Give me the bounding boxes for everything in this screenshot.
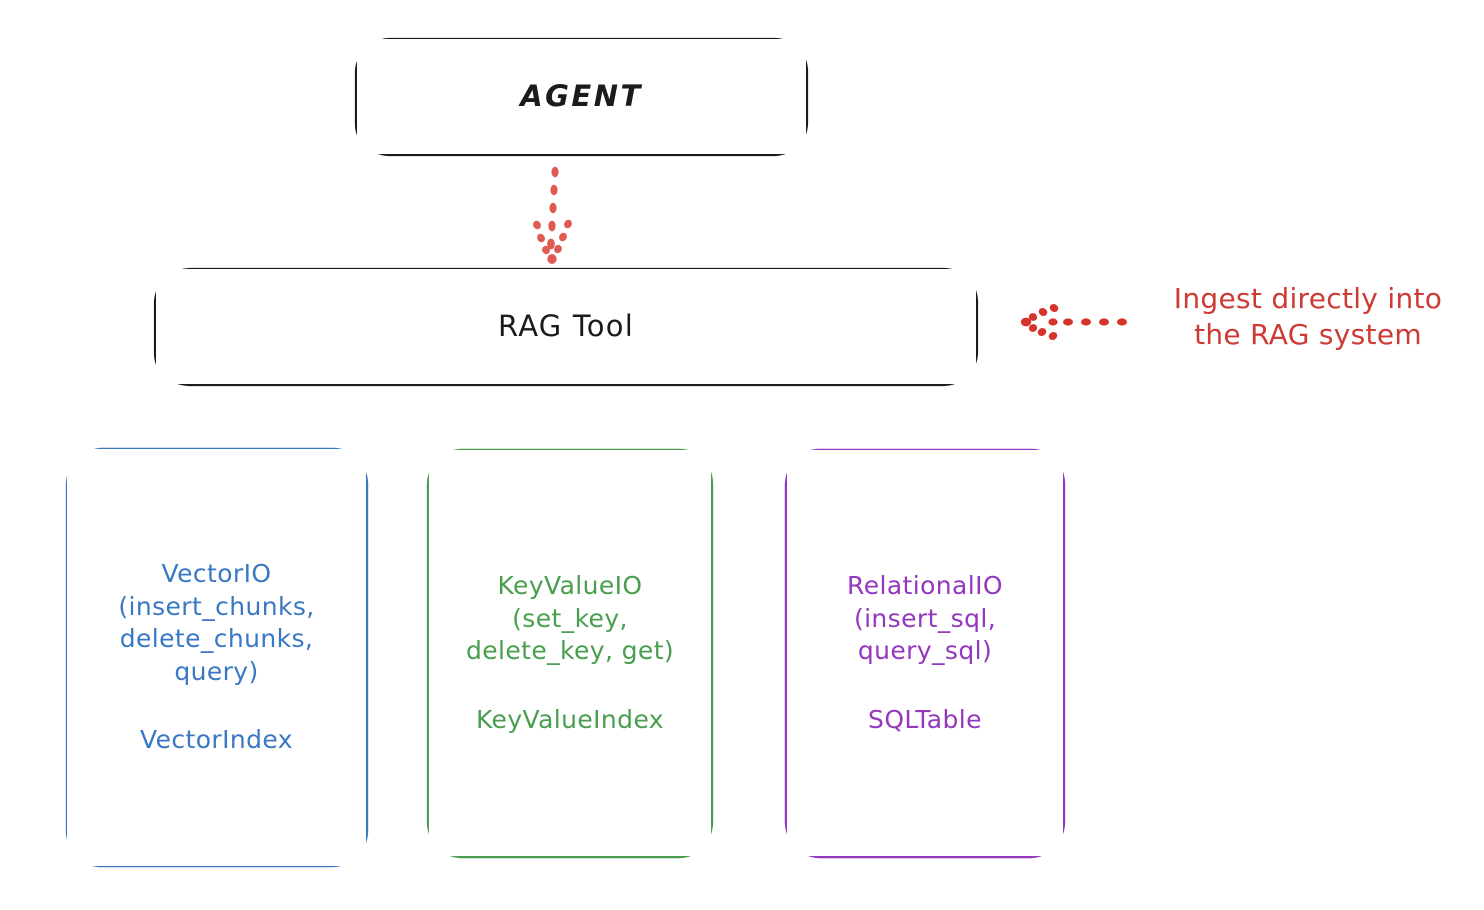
agent-label: AGENT <box>520 78 643 113</box>
sql-table-label: SQLTable <box>868 704 982 734</box>
keyvalue-io-api-label: KeyValueIO (set_key, delete_key, get) <box>465 571 675 665</box>
node-relational-io[interactable]: RelationalIO (insert_sql, query_sql) SQL… <box>787 450 1063 856</box>
relational-io-api-label: RelationalIO (insert_sql, query_sql) <box>847 571 1003 665</box>
node-agent[interactable]: AGENT <box>357 39 806 154</box>
keyvalue-index-label: KeyValueIndex <box>475 704 664 734</box>
vector-index-label: VectorIndex <box>140 725 293 755</box>
node-keyvalue-io[interactable]: KeyValueIO (set_key, delete_key, get) Ke… <box>429 450 711 856</box>
vector-io-api-label: VectorIO (insert_chunks, delete_chunks, … <box>118 559 315 686</box>
agent-to-rag-tool-arrow <box>533 166 572 264</box>
node-vector-io[interactable]: VectorIO (insert_chunks, delete_chunks, … <box>67 449 366 866</box>
ingest-annotation-text: Ingest directly into the RAG system <box>1173 282 1443 352</box>
ingest-to-rag-tool-arrow <box>1020 304 1127 340</box>
rag-tool-label: RAG Tool <box>498 308 634 343</box>
node-rag-tool[interactable]: RAG Tool <box>156 269 976 384</box>
